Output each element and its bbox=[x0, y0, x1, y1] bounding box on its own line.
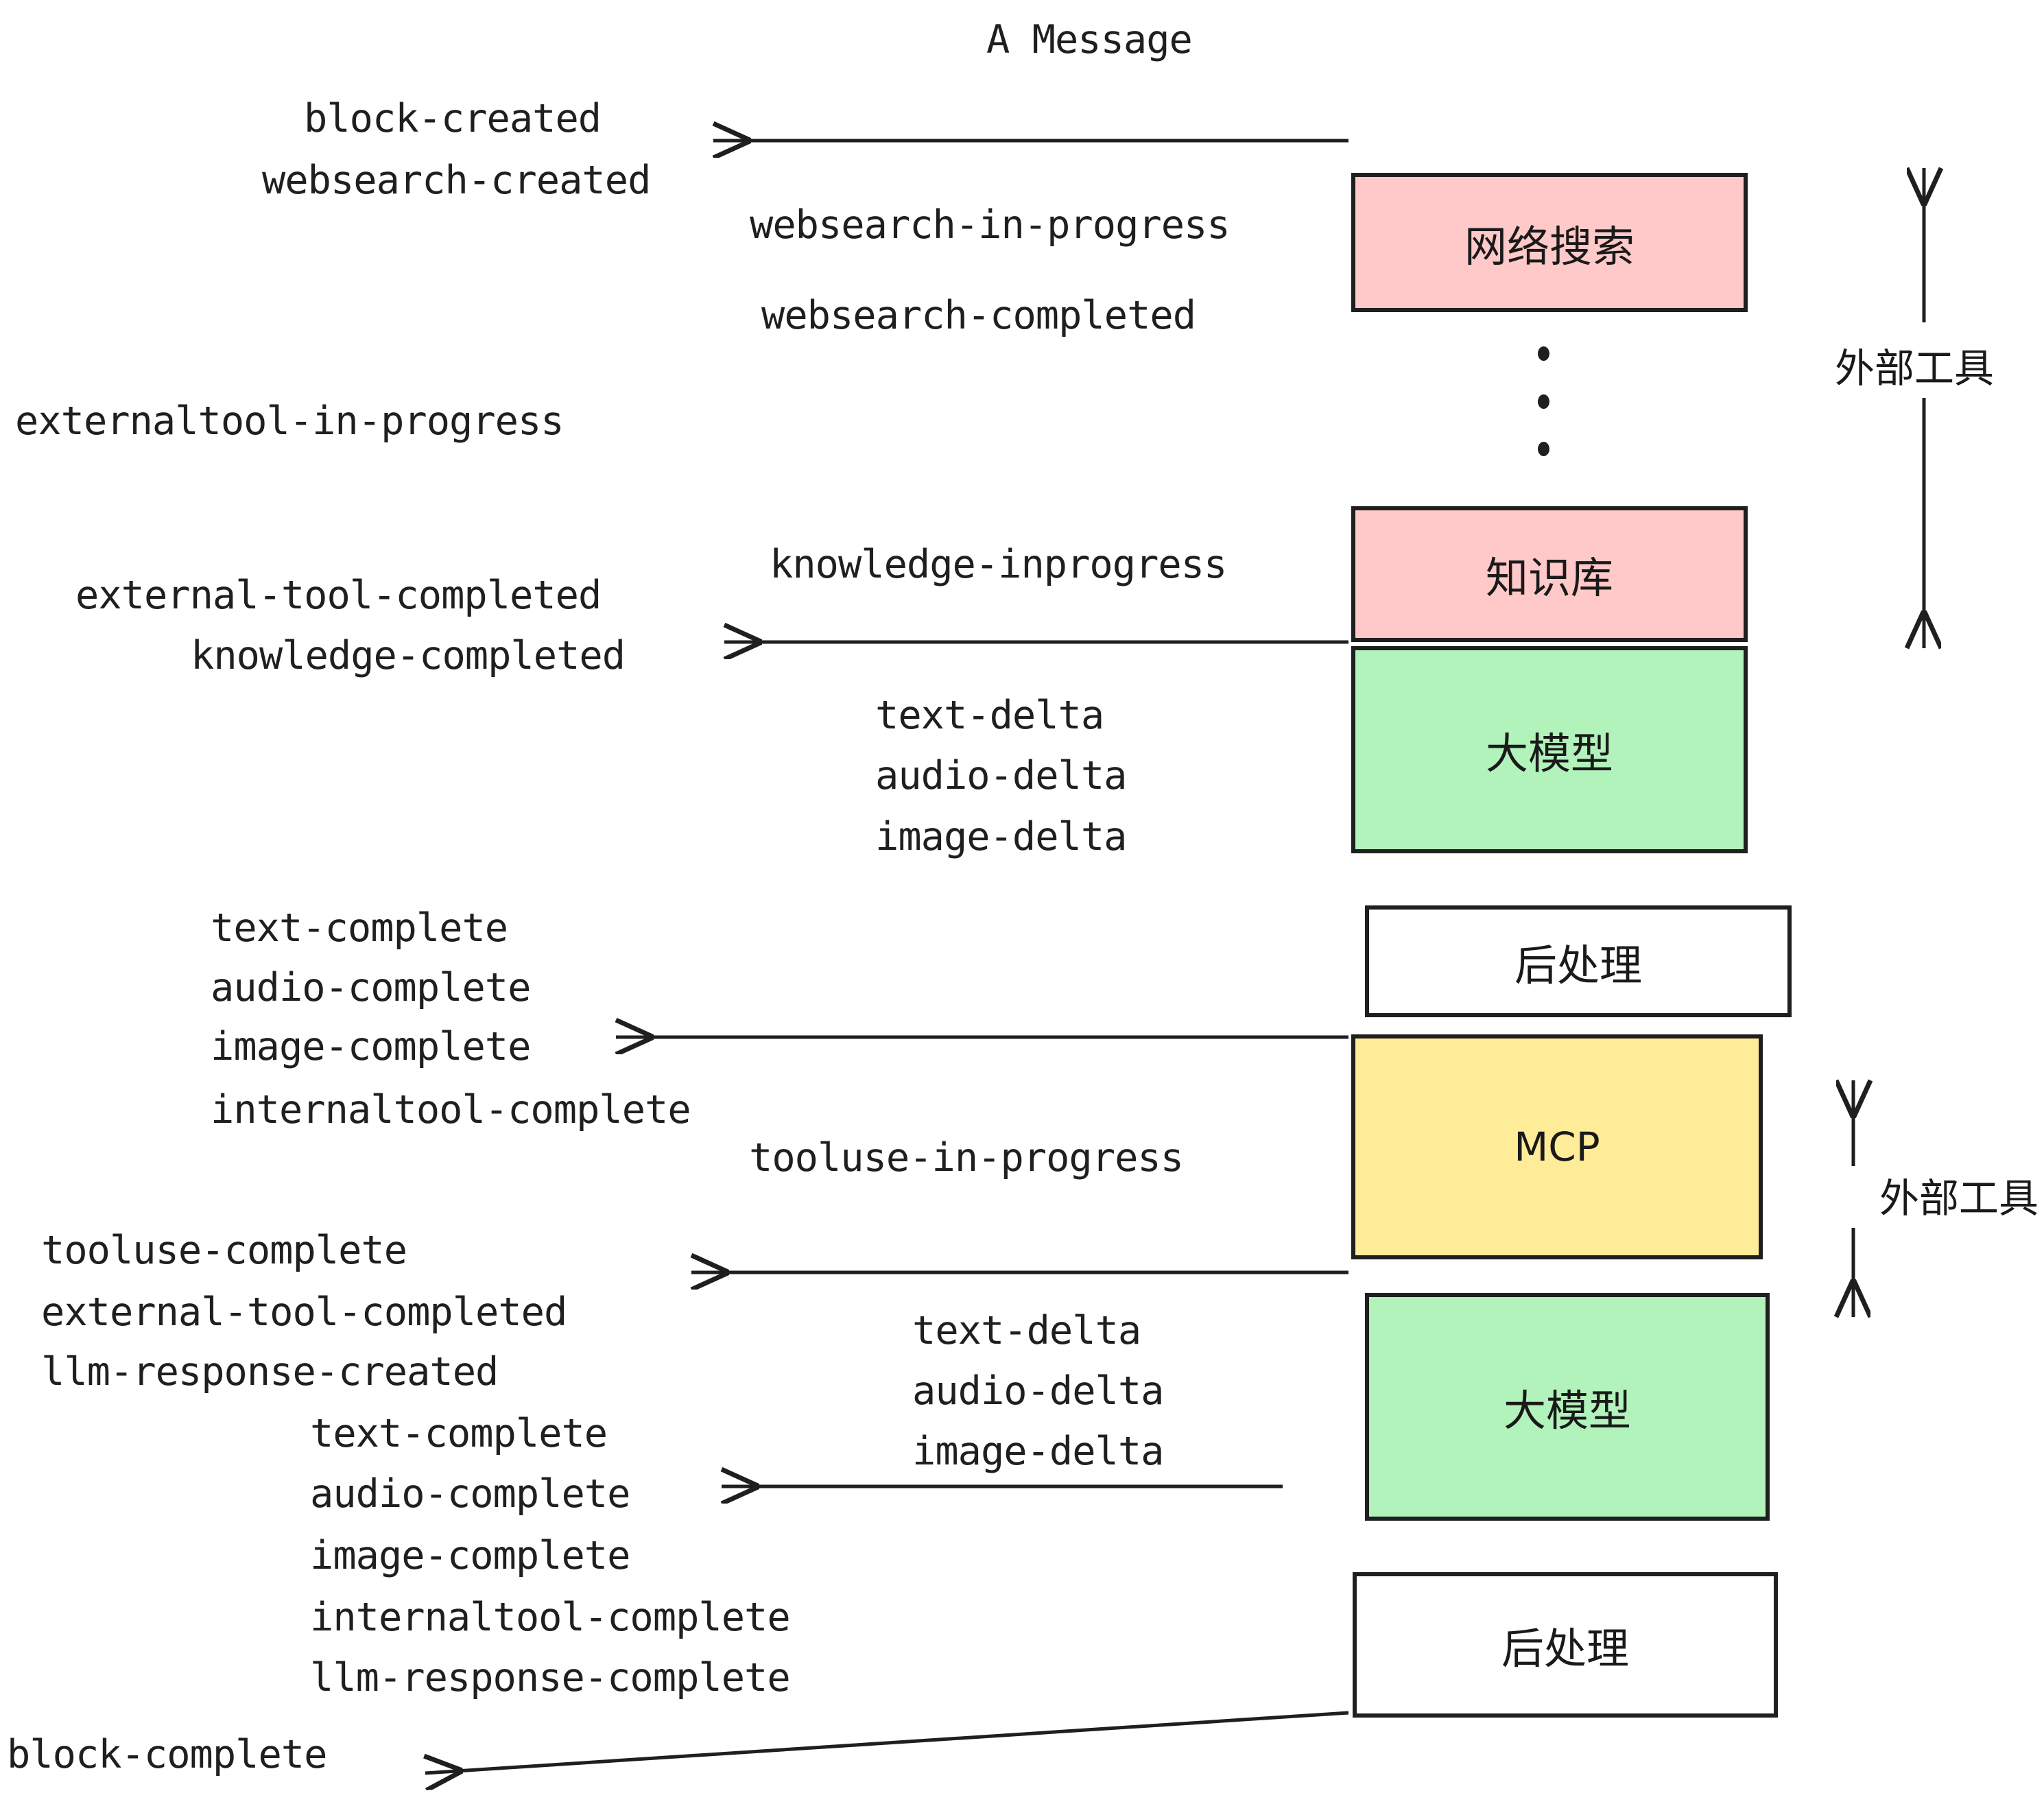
event-image-complete-1: image-complete bbox=[211, 1024, 531, 1069]
box-llm-top-label: 大模型 bbox=[1485, 728, 1613, 779]
event-text-complete-2: text-complete bbox=[310, 1411, 608, 1456]
group-label-external-tools-bottom: 外部工具 bbox=[1879, 1175, 2039, 1222]
event-tooluse-complete: tooluse-complete bbox=[41, 1228, 407, 1273]
event-websearch-created: websearch-created bbox=[262, 158, 651, 203]
event-tooluse-in-progress: tooluse-in-progress bbox=[749, 1135, 1184, 1180]
arrow-postprocess-to-block-complete bbox=[425, 1711, 1349, 1773]
group-label-external-tools-top: 外部工具 bbox=[1835, 345, 1995, 392]
box-postprocess-top-label: 后处理 bbox=[1514, 940, 1642, 990]
box-knowledge[interactable]: 知识库 bbox=[1351, 506, 1748, 642]
box-websearch[interactable]: 网络搜索 bbox=[1351, 173, 1748, 312]
box-llm-bottom[interactable]: 大模型 bbox=[1365, 1293, 1770, 1521]
event-text-complete-1: text-complete bbox=[211, 905, 508, 951]
event-external-tool-completed-2: external-tool-completed bbox=[41, 1290, 567, 1335]
event-image-delta-2: image-delta bbox=[912, 1429, 1164, 1474]
event-internaltool-complete-1: internaltool-complete bbox=[211, 1087, 691, 1132]
box-mcp-label: MCP bbox=[1514, 1124, 1600, 1170]
box-knowledge-label: 知识库 bbox=[1485, 553, 1613, 603]
event-audio-delta-1: audio-delta bbox=[875, 753, 1127, 798]
page-title: A Message bbox=[986, 17, 1193, 62]
event-text-delta-1: text-delta bbox=[875, 693, 1104, 738]
ellipsis-dots bbox=[1536, 346, 1550, 456]
event-websearch-in-progress: websearch-in-progress bbox=[750, 202, 1231, 248]
event-external-tool-completed-1: external-tool-completed bbox=[75, 573, 602, 618]
event-image-complete-2: image-complete bbox=[310, 1533, 630, 1578]
event-externaltool-in-progress: externaltool-in-progress bbox=[15, 399, 565, 444]
event-image-delta-1: image-delta bbox=[875, 814, 1127, 859]
event-websearch-completed: websearch-completed bbox=[761, 293, 1196, 338]
event-block-created: block-created bbox=[304, 96, 602, 141]
event-knowledge-inprogress: knowledge-inprogress bbox=[770, 542, 1227, 587]
box-mcp[interactable]: MCP bbox=[1351, 1034, 1763, 1259]
event-audio-complete-1: audio-complete bbox=[211, 965, 531, 1010]
event-audio-delta-2: audio-delta bbox=[912, 1368, 1164, 1414]
box-websearch-label: 网络搜索 bbox=[1464, 221, 1635, 272]
box-llm-top[interactable]: 大模型 bbox=[1351, 646, 1748, 853]
box-llm-bottom-label: 大模型 bbox=[1503, 1386, 1631, 1436]
event-block-complete: block-complete bbox=[7, 1732, 327, 1777]
box-postprocess-bottom-label: 后处理 bbox=[1501, 1624, 1629, 1674]
box-postprocess-top[interactable]: 后处理 bbox=[1365, 905, 1792, 1017]
event-text-delta-2: text-delta bbox=[912, 1308, 1141, 1353]
event-audio-complete-2: audio-complete bbox=[310, 1471, 630, 1517]
box-postprocess-bottom[interactable]: 后处理 bbox=[1353, 1572, 1778, 1718]
dot-3 bbox=[1537, 442, 1549, 456]
dot-1 bbox=[1537, 346, 1549, 361]
event-llm-response-created: llm-response-created bbox=[41, 1349, 499, 1394]
event-llm-response-complete: llm-response-complete bbox=[310, 1655, 791, 1700]
event-knowledge-completed: knowledge-completed bbox=[191, 633, 626, 678]
dot-2 bbox=[1537, 394, 1549, 409]
event-internaltool-complete-2: internaltool-complete bbox=[310, 1595, 791, 1640]
